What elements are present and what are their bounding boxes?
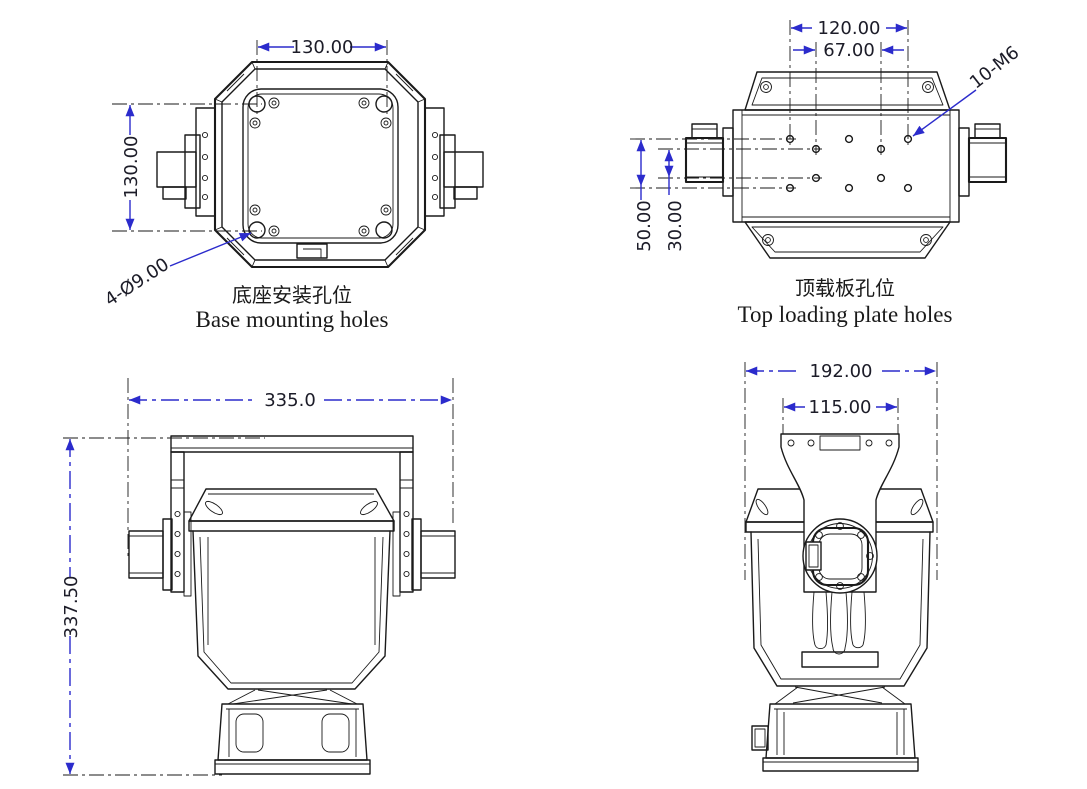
base-connector-tab — [296, 243, 328, 259]
dim-plate-outer-x-label: 120.00 — [818, 18, 881, 39]
left-motor — [684, 123, 734, 197]
dim-side-width: 192.00 — [746, 361, 936, 382]
dim-front-height-label: 337.50 — [61, 576, 82, 639]
view-top-loading-plate: 120.00 67.00 50.00 30.00 10-M6 顶载板孔位 Top… — [630, 18, 1023, 327]
callout-m6-label: 10-M6 — [966, 42, 1023, 93]
dim-side-width-label: 192.00 — [810, 361, 873, 382]
dim-plate-inner-y: 30.00 — [664, 150, 686, 252]
pedestal — [751, 686, 919, 772]
caption-base-en: Base mounting holes — [196, 307, 389, 332]
dim-plate-outer-x: 120.00 — [791, 18, 907, 39]
left-motor — [128, 511, 192, 597]
centerlines — [744, 362, 938, 580]
view-side-elevation: 192.00 115.00 — [744, 361, 938, 772]
base-screw-holes — [249, 97, 392, 237]
centerlines — [63, 378, 454, 776]
dim-base-height: 130.00 — [121, 105, 142, 230]
dim-front-height: 337.50 — [61, 439, 82, 774]
dim-base-width: 130.00 — [258, 37, 386, 58]
dim-front-width: 335.0 — [129, 390, 452, 411]
right-shaft-assembly — [424, 107, 484, 217]
dim-front-width-label: 335.0 — [264, 390, 316, 411]
dim-base-height-label: 130.00 — [121, 136, 142, 199]
screw-hole — [249, 97, 392, 237]
plate-top-trapezoid — [744, 71, 951, 111]
centerlines — [112, 40, 388, 232]
base-mounting-hole-circles — [248, 95, 393, 239]
plate-bottom-trapezoid — [744, 221, 951, 259]
shaft-flange — [802, 518, 878, 594]
right-motor — [958, 123, 1008, 197]
left-shaft-assembly — [156, 107, 216, 217]
dim-plate-outer-y-label: 50.00 — [634, 200, 655, 252]
plate-m6-holes — [785, 134, 913, 193]
dim-plate-inner-x: 67.00 — [793, 40, 904, 61]
dim-plate-outer-y: 50.00 — [634, 140, 655, 252]
callout-base-holes-label: 4-Ø9.00 — [101, 254, 173, 311]
view-base-mounting-holes: 130.00 130.00 4-Ø9.00 底座安装孔位 Base mounti… — [101, 37, 484, 332]
view-front-elevation: 335.0 337.50 — [61, 378, 456, 776]
base-inner-plate — [242, 88, 399, 244]
dim-base-width-label: 130.00 — [291, 37, 354, 58]
box-body — [188, 488, 395, 690]
yoke — [170, 435, 414, 593]
dim-plate-inner-y-label: 30.00 — [665, 200, 686, 252]
caption-plate-zh: 顶载板孔位 — [795, 277, 895, 300]
dim-side-bracket-width-label: 115.00 — [809, 397, 872, 418]
dim-plate-inner-x-label: 67.00 — [823, 40, 875, 61]
dim-side-bracket-width: 115.00 — [784, 397, 897, 418]
caption-plate-en: Top loading plate holes — [738, 302, 953, 327]
caption-base-zh: 底座安装孔位 — [232, 284, 352, 307]
right-motor — [392, 511, 456, 597]
pedestal — [214, 689, 371, 775]
cable-bundle — [801, 591, 879, 668]
